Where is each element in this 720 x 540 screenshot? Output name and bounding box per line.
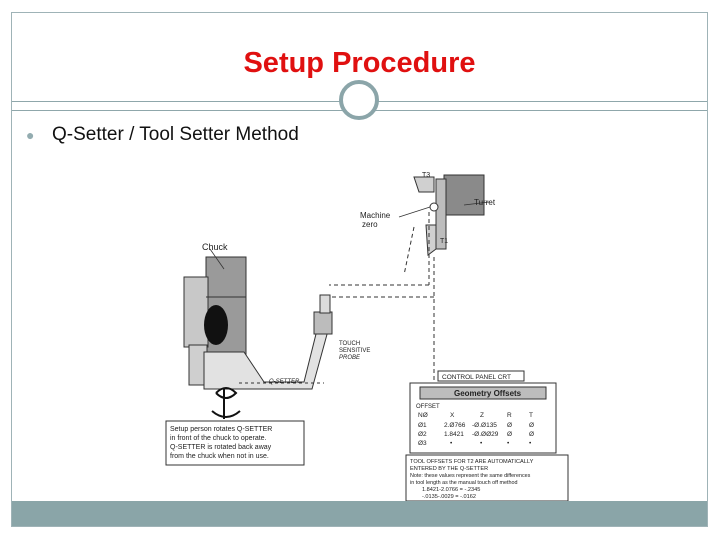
label-control-panel: CONTROL PANEL CRT <box>442 374 511 381</box>
chuck-drawing <box>183 248 247 358</box>
label-probe: PROBE <box>339 355 361 361</box>
bottom-note-line-6: -.0135-.0029 = -.0162 <box>422 494 476 500</box>
slide-frame <box>11 12 708 527</box>
divider-circle-ornament <box>339 80 379 120</box>
label-t3: T3 <box>422 172 430 179</box>
left-note-box <box>165 420 305 466</box>
offsets-row1-no: Ø1 <box>418 422 427 429</box>
bottom-note-line-2: ENTERED BY THE Q-SETTER <box>410 466 488 472</box>
offsets-title: Geometry Offsets <box>454 389 522 398</box>
label-turret: Turret <box>474 198 496 207</box>
dashed-paths <box>329 212 435 387</box>
bottom-note-line-3: Note: these values represent the same di… <box>410 473 531 479</box>
offsets-row3-no: Ø3 <box>418 440 427 447</box>
qsetter-drawing <box>188 294 333 419</box>
setup-diagram-image: T3 Turret Machine zero T1 Chuck <box>144 157 576 503</box>
label-chuck: Chuck <box>202 242 228 252</box>
label-machine: Machine <box>360 211 391 220</box>
bullet-text: Q-Setter / Tool Setter Method <box>52 124 299 145</box>
footer-bar <box>12 501 707 526</box>
turret-drawing <box>398 174 490 256</box>
offsets-header-no: NØ <box>418 412 428 419</box>
bottom-note-line-4: in tool length as the manual touch off m… <box>410 480 518 486</box>
offsets-header-x: X <box>450 412 455 419</box>
geometry-offsets-panel <box>409 382 557 454</box>
offsets-row2-no: Ø2 <box>418 431 427 438</box>
offsets-row2-z: -Ø.ØØ29 <box>472 431 499 438</box>
offsets-row3-z: • <box>480 440 483 447</box>
left-note-line-4: from the chuck when not in use. <box>170 453 269 460</box>
label-qsetter: Q-SETTER <box>269 379 300 385</box>
offsets-row2-t: Ø <box>529 431 534 438</box>
offsets-header-t: T <box>529 412 533 419</box>
left-note-line-3: Q-SETTER is rotated back away <box>170 444 272 451</box>
bottom-note-box <box>405 454 569 502</box>
diagram-svg: T3 Turret Machine zero T1 Chuck <box>165 172 569 502</box>
bottom-note-line-1: TOOL OFFSETS FOR T2 ARE AUTOMATICALLY <box>410 459 534 465</box>
label-zero: zero <box>362 220 378 229</box>
offsets-header-r: R <box>507 412 512 419</box>
offsets-header-z: Z <box>480 412 484 419</box>
offsets-row1-t: Ø <box>529 422 534 429</box>
offsets-row1-z: -Ø.Ø135 <box>472 422 497 429</box>
left-note-line-1: Setup person rotates Q-SETTER <box>170 426 272 433</box>
offsets-row3-x: • <box>450 440 453 447</box>
bottom-note-line-5: 1.8421-2.0766 = -.2345 <box>422 487 480 493</box>
offsets-offset-label: OFFSET <box>416 404 440 410</box>
bullet-icon: ● <box>26 127 35 143</box>
label-t1: T1 <box>440 238 448 245</box>
offsets-row3-r: • <box>507 440 510 447</box>
control-panel-label-box <box>437 370 525 382</box>
label-touch: TOUCH <box>339 341 360 347</box>
offsets-row1-r: Ø <box>507 422 512 429</box>
offsets-row2-r: Ø <box>507 431 512 438</box>
left-note-line-2: in front of the chuck to operate. <box>170 435 267 442</box>
offsets-row1-x: 2.Ø766 <box>444 422 466 429</box>
label-sensitive: SENSITIVE <box>339 348 370 354</box>
offsets-row2-x: 1.8421 <box>444 431 464 438</box>
offsets-row3-t: • <box>529 440 532 447</box>
slide-title: Setup Procedure <box>243 47 476 79</box>
